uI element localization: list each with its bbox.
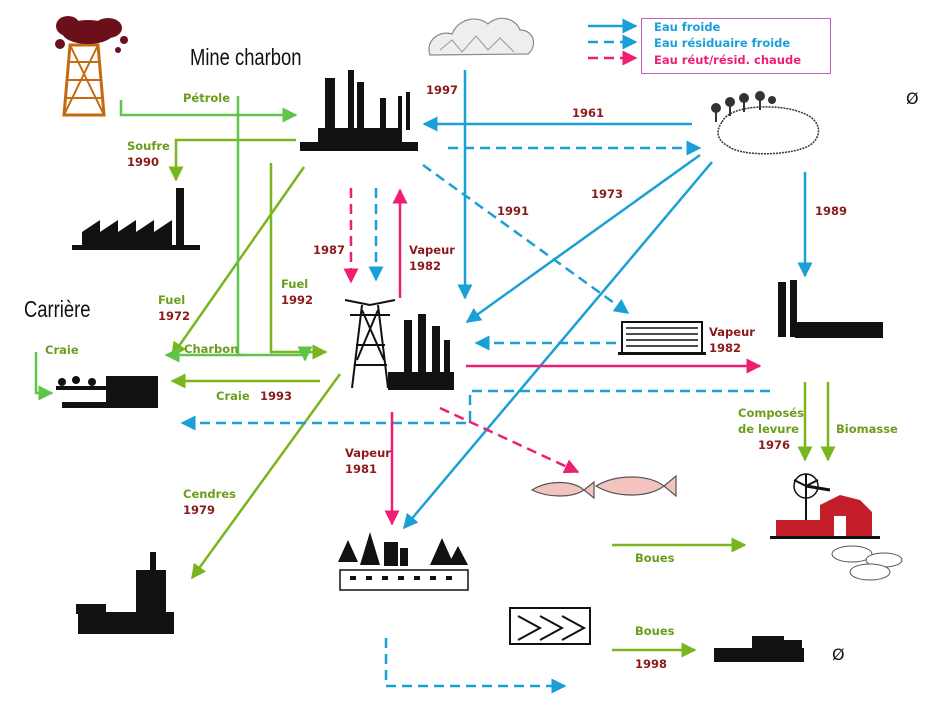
arrow-dashed-residual <box>180 389 770 431</box>
label-soufre: Soufre <box>127 139 170 153</box>
label-boues-2: Boues <box>635 624 675 638</box>
label-boues-1: Boues <box>635 551 675 565</box>
empty-set-symbol: Ø <box>832 645 845 664</box>
label-cendres-year: 1979 <box>183 503 216 517</box>
label-boues-2-year: 1998 <box>635 657 668 671</box>
refinery-icon <box>300 70 418 151</box>
label-fuel-1972-year: 1972 <box>158 309 191 323</box>
label-charbon: Charbon <box>184 342 239 356</box>
label-vapeur-1982b-year: 1982 <box>709 341 742 355</box>
label-biomasse: Biomasse <box>836 422 898 436</box>
label-1973: 1973 <box>591 187 624 201</box>
label-levure: Composés <box>738 406 804 420</box>
fish-icon <box>530 474 677 500</box>
label-craie-1993: Craie <box>216 389 250 403</box>
label-1991: 1991 <box>497 204 530 218</box>
quarry-label: Carrière <box>24 296 91 322</box>
mine-label: Mine charbon <box>190 44 302 70</box>
sulfur-factory-icon <box>72 188 200 250</box>
green-material-flows <box>34 96 836 658</box>
label-vapeur-1981: Vapeur <box>345 446 391 460</box>
legend-residual-cold: Eau résiduaire froide <box>654 36 791 50</box>
sludge-plant-icon <box>714 636 804 662</box>
arrow-craie-left <box>34 352 54 401</box>
arrow-dashed-town <box>384 638 567 694</box>
label-1997: 1997 <box>426 83 459 97</box>
label-vapeur-1982a-year: 1982 <box>409 259 442 273</box>
label-cendres: Cendres <box>183 487 236 501</box>
label-soufre-year: 1990 <box>127 155 160 169</box>
town-icon <box>338 532 469 591</box>
arrow-charbon <box>236 96 313 362</box>
arrow-cendres <box>190 373 342 580</box>
power-station-icon <box>344 299 454 390</box>
label-vapeur-1981-year: 1981 <box>345 462 378 476</box>
label-craie-left: Craie <box>45 343 79 357</box>
legend-hot: Eau réut/résid. chaude <box>654 53 802 67</box>
arrow-fuel-1992 <box>269 163 328 360</box>
oil-derrick-icon <box>55 16 128 117</box>
label-vapeur-1982a: Vapeur <box>409 243 455 257</box>
blue-water-flows <box>180 70 813 694</box>
legend-lines <box>588 18 638 66</box>
farm-icon <box>770 473 903 581</box>
label-1989: 1989 <box>815 204 848 218</box>
arrow-soufre <box>168 138 296 182</box>
label-craie-1993-year: 1993 <box>260 389 293 403</box>
label-petrole: Pétrole <box>183 91 231 105</box>
pink-steam-flows <box>343 188 762 526</box>
label-fuel-1972: Fuel <box>158 293 186 307</box>
label-vapeur-1982b: Vapeur <box>709 325 755 339</box>
empty-set-symbol: Ø <box>906 89 919 108</box>
legend: Eau froide Eau résiduaire froide Eau réu… <box>641 18 831 74</box>
legend-cold: Eau froide <box>654 20 721 34</box>
lake-icon <box>711 91 820 155</box>
plasterboard-factory-icon <box>778 280 883 338</box>
arrow-town-water <box>403 161 713 530</box>
arrow-1973 <box>465 153 701 324</box>
label-levure-year: 1976 <box>758 438 791 452</box>
arrow-hot-fish <box>439 406 580 474</box>
waste-plant-icon <box>76 552 174 634</box>
label-1961: 1961 <box>572 106 605 120</box>
label-fuel-1992-year: 1992 <box>281 293 314 307</box>
label-fuel-1992: Fuel <box>281 277 309 291</box>
arrow-1991 <box>422 163 630 315</box>
cloud-icon <box>428 17 535 56</box>
soil-remediation-icon <box>509 607 591 645</box>
cement-plant-icon <box>56 376 158 408</box>
label-1987: 1987 <box>313 243 346 257</box>
fish-farm-building-icon <box>618 321 706 355</box>
label-levure-2: de levure <box>738 422 799 436</box>
